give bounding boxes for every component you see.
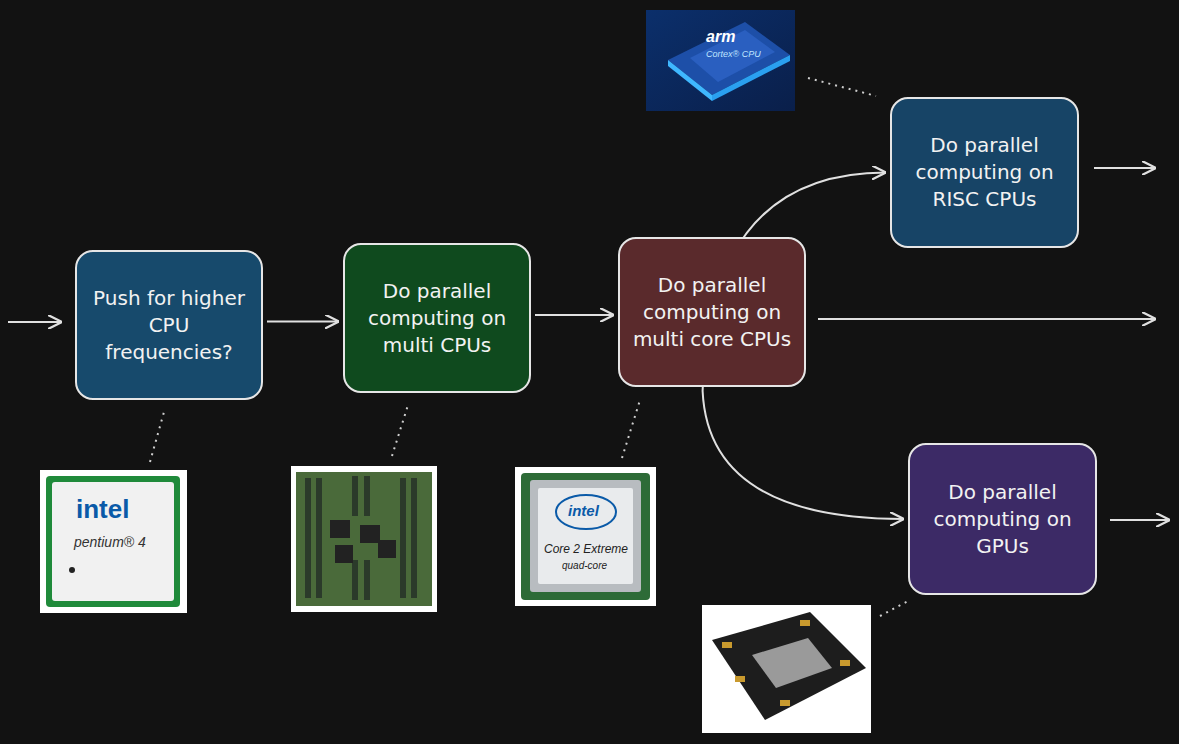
- chip-lid: [52, 482, 174, 601]
- process-box: Do parallel computing on multi core CPUs: [618, 237, 806, 387]
- leader-lines: [150, 78, 910, 616]
- process-box: Push for higher CPU frequencies?: [75, 250, 263, 400]
- pin-mark: [69, 567, 75, 573]
- gpu-board: [712, 612, 866, 720]
- arm-chip-photo: [646, 10, 795, 111]
- photo-text: pentium® 4: [74, 534, 146, 550]
- photo-text: Cortex® CPU: [706, 49, 761, 59]
- leader-line: [622, 400, 640, 458]
- process-box: Do parallel computing on GPUs: [908, 443, 1097, 595]
- core2-photo: [515, 467, 656, 606]
- photo-ground: [291, 466, 437, 612]
- process-box: Do parallel computing on RISC CPUs: [890, 97, 1079, 248]
- logo-ring: [556, 495, 616, 529]
- photo-text: quad-core: [562, 560, 607, 571]
- photo-text: arm: [706, 28, 735, 46]
- chip-label: [538, 488, 633, 584]
- process-box: Do parallel computing on multi CPUs: [343, 243, 531, 393]
- flow-arrow: [267, 321, 339, 323]
- chip-substrate: [46, 476, 180, 607]
- box-text: Push for higher CPU frequencies?: [77, 285, 261, 366]
- leader-line: [392, 405, 408, 456]
- box-text: Do parallel computing on GPUs: [910, 479, 1095, 560]
- gpu-die: [752, 638, 832, 688]
- flow-arrow: [703, 391, 904, 519]
- output-arrow: [1094, 167, 1156, 169]
- photo-ground: [646, 10, 795, 111]
- photo-ground: [40, 470, 187, 613]
- photo-text: Core 2 Extreme: [544, 542, 628, 556]
- flow-arrow: [535, 314, 614, 316]
- chip-body: [668, 22, 790, 95]
- box-text: Do parallel computing on multi core CPUs: [620, 272, 804, 353]
- output-arrow: [1110, 519, 1170, 521]
- output-arrow: [818, 318, 1156, 320]
- leader-line: [880, 600, 910, 616]
- chip-lid: [530, 480, 641, 592]
- board: [296, 472, 432, 606]
- leader-line: [808, 78, 876, 96]
- photo-text: intel: [568, 502, 599, 519]
- server-board-photo: [291, 466, 437, 612]
- photo-ground: [515, 467, 656, 606]
- gpu-photo: [702, 605, 871, 733]
- box-text: Do parallel computing on multi CPUs: [345, 278, 529, 359]
- photo-text: intel: [76, 494, 129, 525]
- leader-line: [150, 412, 164, 462]
- pentium-photo: [40, 470, 187, 613]
- input-arrow: [8, 321, 62, 323]
- box-text: Do parallel computing on RISC CPUs: [892, 132, 1077, 213]
- photo-ground: [702, 605, 871, 733]
- chip-substrate: [521, 473, 650, 600]
